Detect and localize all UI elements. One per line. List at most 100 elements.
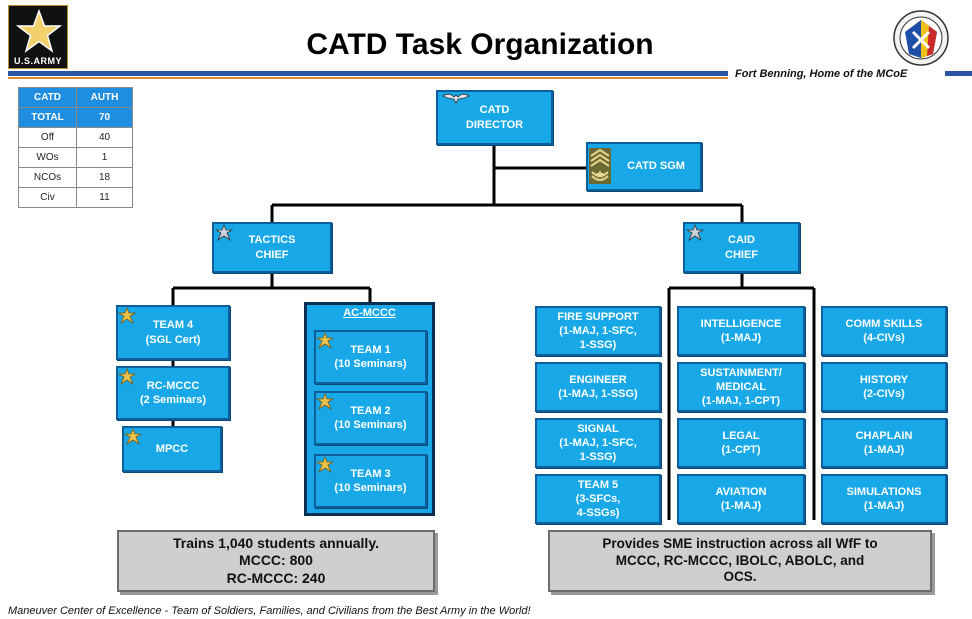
- gold-oak-leaf-icon: [316, 332, 334, 350]
- box-line: 1-SSG): [579, 339, 617, 352]
- box-line: (2-CIVs): [863, 388, 905, 400]
- legal-box[interactable]: LEGAL (1-CPT): [677, 418, 805, 468]
- caid-chief-line2: CHIEF: [725, 248, 758, 261]
- mcoe-seal-icon: [893, 10, 949, 66]
- history-box[interactable]: HISTORY (2-CIVs): [821, 362, 947, 412]
- table-header: CATD: [18, 87, 77, 108]
- footer-slogan: Maneuver Center of Excellence - Team of …: [8, 605, 531, 617]
- signal-box[interactable]: SIGNAL (1-MAJ, 1-SFC, 1-SSG): [535, 418, 661, 468]
- box-line: SIGNAL: [577, 422, 619, 435]
- rc-mccc-line1: RC-MCCC: [146, 379, 200, 392]
- fire-support-box[interactable]: FIRE SUPPORT (1-MAJ, 1-SFC, 1-SSG): [535, 306, 661, 356]
- team2-box[interactable]: TEAM 2 (10 Seminars): [314, 391, 427, 445]
- box-line: INTELLIGENCE: [700, 317, 782, 330]
- box-line: (3-SFCs,: [575, 492, 621, 505]
- team3-box[interactable]: TEAM 3 (10 Seminars): [314, 454, 427, 508]
- table-cell-label: TOTAL: [18, 107, 77, 128]
- oak-leaf-insignia-icon: [686, 224, 704, 242]
- table-row: NCOs 18: [18, 167, 133, 188]
- team1-box[interactable]: TEAM 1 (10 Seminars): [314, 330, 427, 384]
- box-line: (1-MAJ): [720, 332, 762, 344]
- box-line: 1-SSG): [579, 451, 617, 464]
- sme-callout: Provides SME instruction across all WfF …: [548, 530, 932, 592]
- personnel-table: CATD AUTH TOTAL 70 Off 40 WOs 1 NCOs 18 …: [18, 87, 133, 208]
- rc-mccc-line2: (2 Seminars): [139, 394, 207, 406]
- gold-oak-leaf-icon: [316, 393, 334, 411]
- gold-oak-leaf-icon: [118, 307, 136, 325]
- callout-line: OCS.: [723, 569, 757, 585]
- team3-name: TEAM 3: [350, 467, 391, 480]
- ac-mccc-title: AC-MCCC: [343, 307, 396, 319]
- tactics-chief-box[interactable]: TACTICS CHIEF: [212, 222, 332, 273]
- box-line: MEDICAL: [715, 380, 767, 393]
- team1-name: TEAM 1: [350, 343, 391, 356]
- engineer-box[interactable]: ENGINEER (1-MAJ, 1-SSG): [535, 362, 661, 412]
- box-line: 4-SSGs): [576, 507, 620, 520]
- box-line: LEGAL: [722, 429, 760, 442]
- table-header-row: CATD AUTH: [18, 87, 133, 108]
- callout-line: RC-MCCC: 240: [226, 569, 326, 586]
- box-line: (1-MAJ): [863, 500, 905, 512]
- us-army-logo: U.S.ARMY: [8, 5, 68, 69]
- header-rule: [8, 71, 728, 76]
- header-rule-accent: [8, 77, 728, 79]
- table-header: AUTH: [76, 87, 133, 108]
- team4-line1: TEAM 4: [152, 319, 194, 332]
- callout-line: Trains 1,040 students annually.: [173, 534, 379, 551]
- team4-box[interactable]: TEAM 4 (SGL Cert): [116, 305, 230, 360]
- aviation-box[interactable]: AVIATION (1-MAJ): [677, 474, 805, 524]
- mpcc-box[interactable]: MPCC: [122, 426, 222, 472]
- simulations-box[interactable]: SIMULATIONS (1-MAJ): [821, 474, 947, 524]
- team1-detail: (10 Seminars): [334, 358, 407, 370]
- header-rule-right: [945, 71, 972, 76]
- table-row: Civ 11: [18, 187, 133, 208]
- box-line: SUSTAINMENT/: [700, 366, 782, 379]
- box-line: (1-MAJ, 1-SFC,: [559, 436, 637, 449]
- team2-detail: (10 Seminars): [334, 419, 407, 431]
- gold-oak-leaf-icon: [124, 428, 142, 446]
- tactics-chief-line2: CHIEF: [255, 248, 289, 261]
- gold-oak-leaf-icon: [118, 368, 136, 386]
- callout-line: Provides SME instruction across all WfF …: [602, 535, 878, 551]
- box-line: COMM SKILLS: [845, 317, 923, 330]
- tactics-chief-line1: TACTICS: [248, 234, 296, 247]
- tagline: Fort Benning, Home of the MCoE: [735, 68, 908, 80]
- team3-detail: (10 Seminars): [334, 482, 407, 494]
- box-line: (1-MAJ): [720, 500, 762, 512]
- comm-skills-box[interactable]: COMM SKILLS (4-CIVs): [821, 306, 947, 356]
- box-line: CHAPLAIN: [855, 429, 913, 442]
- oak-leaf-insignia-icon: [215, 224, 233, 242]
- chaplain-box[interactable]: CHAPLAIN (1-MAJ): [821, 418, 947, 468]
- box-line: (1-MAJ, 1-CPT): [701, 395, 781, 408]
- callout-line: MCCC, RC-MCCC, IBOLC, ABOLC, and: [615, 552, 865, 568]
- table-row: Off 40: [18, 127, 133, 148]
- sustainment-medical-box[interactable]: SUSTAINMENT/ MEDICAL (1-MAJ, 1-CPT): [677, 362, 805, 412]
- table-row: WOs 1: [18, 147, 133, 168]
- box-line: SIMULATIONS: [846, 485, 922, 498]
- mpcc-label: MPCC: [155, 442, 189, 455]
- eagle-insignia-icon: [442, 93, 470, 104]
- gold-oak-leaf-icon: [316, 456, 334, 474]
- team4-line2: (SGL Cert): [145, 333, 201, 346]
- director-label-line1: CATD: [479, 104, 510, 117]
- rc-mccc-box[interactable]: RC-MCCC (2 Seminars): [116, 366, 230, 420]
- table-cell-value: 11: [76, 187, 133, 208]
- box-line: (1-MAJ): [863, 444, 905, 456]
- box-line: ENGINEER: [569, 373, 627, 386]
- box-line: AVIATION: [715, 485, 767, 498]
- box-line: FIRE SUPPORT: [557, 310, 639, 323]
- team5-box[interactable]: TEAM 5 (3-SFCs, 4-SSGs): [535, 474, 661, 524]
- sgm-label: CATD SGM: [627, 160, 685, 173]
- box-line: (4-CIVs): [863, 332, 905, 344]
- table-cell-value: 70: [76, 107, 133, 128]
- sgm-chevron-insignia-icon: [589, 148, 611, 184]
- table-row-total: TOTAL 70: [18, 107, 133, 128]
- callout-line: MCCC: 800: [239, 552, 313, 569]
- intelligence-box[interactable]: INTELLIGENCE (1-MAJ): [677, 306, 805, 356]
- box-line: TEAM 5: [577, 478, 619, 491]
- box-line: (1-MAJ, 1-SFC,: [559, 324, 637, 337]
- director-label-line2: DIRECTOR: [465, 118, 524, 131]
- box-line: HISTORY: [859, 373, 909, 386]
